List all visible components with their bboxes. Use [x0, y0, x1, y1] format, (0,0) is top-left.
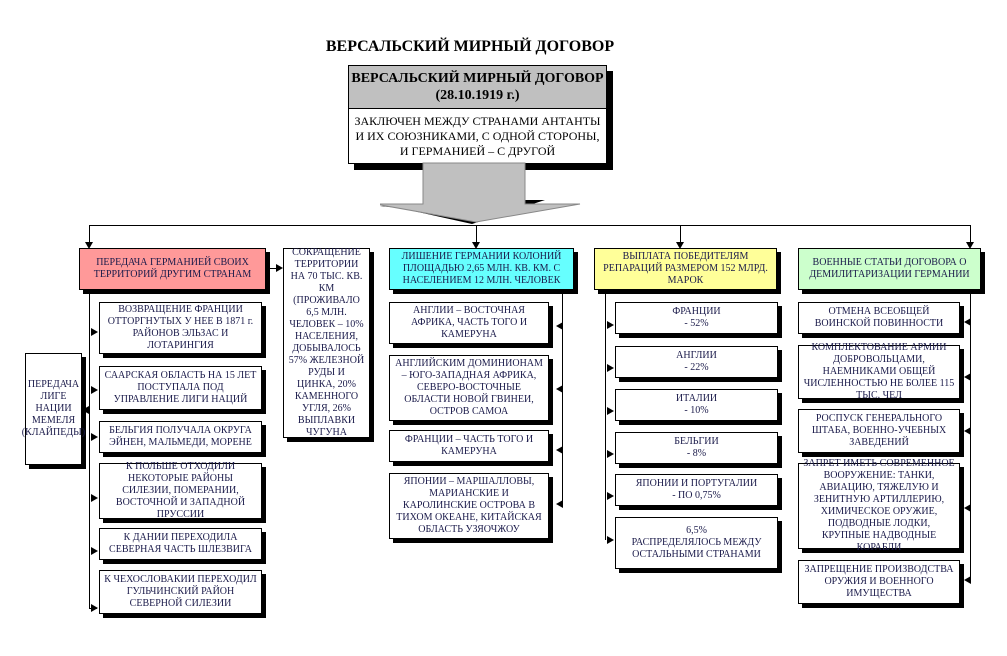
arrow-right-icon — [91, 547, 98, 555]
main-treaty-box: ВЕРСАЛЬСКИЙ МИРНЫЙ ДОГОВОР (28.10.1919 г… — [348, 65, 607, 164]
distribution-line — [89, 225, 971, 226]
territory-item: ВОЗВРАЩЕНИЕ ФРАНЦИИ ОТТОРГНУТЫХ У НЕЕ В … — [99, 302, 262, 354]
reparation-share: - 52% — [684, 318, 709, 329]
arrow-down-icon — [472, 242, 480, 249]
diagram-title: ВЕРСАЛЬСКИЙ МИРНЫЙ ДОГОВОР — [325, 38, 615, 55]
colony-item: ФРАНЦИИ – ЧАСТЬ ТОГО И КАМЕРУНА — [389, 430, 549, 462]
reparation-country: ИТАЛИИ — [675, 393, 718, 404]
connector — [562, 290, 563, 504]
reparation-share: - 8% — [686, 448, 707, 459]
arrow-left-icon — [964, 427, 971, 435]
memel-transfer-box: ПЕРЕДАЧА ЛИГЕ НАЦИИ МЕМЕЛЯ (КЛАЙПЕДЫ) — [22, 353, 85, 465]
demilitarization-header: ВОЕННЫЕ СТАТЬИ ДОГОВОРА О ДЕМИЛИТАРИЗАЦИ… — [798, 248, 981, 290]
colony-item: АНГЛИЙСКИМ ДОМИНИОНАМ – ЮГО-ЗАПАДНАЯ АФР… — [389, 355, 549, 421]
arrow-left-icon — [82, 406, 89, 414]
reparation-share: - ПО 0,75% — [672, 490, 721, 501]
arrow-left-icon — [964, 373, 971, 381]
connector — [970, 225, 971, 245]
arrow-left-icon — [556, 385, 563, 393]
reparation-item: ЯПОНИИ И ПОРТУГАЛИИ - ПО 0,75% — [615, 474, 778, 506]
main-treaty-heading: ВЕРСАЛЬСКИЙ МИРНЫЙ ДОГОВОР (28.10.1919 г… — [349, 66, 606, 109]
reparation-item: ФРАНЦИИ - 52% — [615, 302, 778, 334]
reparation-share: 6,5% — [686, 525, 707, 536]
connector — [605, 290, 606, 540]
arrow-right-icon — [276, 264, 283, 272]
territory-item: К ДАНИИ ПЕРЕХОДИЛА СЕВЕРНАЯ ЧАСТЬ ШЛЕЗВИ… — [99, 528, 262, 560]
arrow-left-icon — [964, 504, 971, 512]
territory-item: СААРСКАЯ ОБЛАСТЬ НА 15 ЛЕТ ПОСТУПАЛА ПОД… — [99, 366, 262, 410]
connector — [680, 225, 681, 245]
territory-item: К ЧЕХОСЛОВАКИИ ПЕРЕХОДИЛ ГУЛЬЧИНСКИЙ РАЙ… — [99, 570, 262, 614]
reparation-share: - 22% — [684, 362, 709, 373]
reparation-item: БЕЛЬГИИ - 8% — [615, 432, 778, 464]
colony-item: АНГЛИИ – ВОСТОЧНАЯ АФРИКА, ЧАСТЬ ТОГО И … — [389, 302, 549, 344]
connector — [970, 290, 971, 580]
arrow-left-icon — [556, 500, 563, 508]
military-item: КОМПЛЕКТОВАНИЕ АРМИИ ДОБРОВОЛЬЦАМИ, НАЕМ… — [798, 342, 960, 401]
arrow-right-icon — [607, 536, 614, 544]
arrow-right-icon — [91, 386, 98, 394]
colony-item: ЯПОНИИ – МАРШАЛЛОВЫ, МАРИАНСКИЕ И КАРОЛИ… — [389, 473, 549, 539]
reparation-country: АНГЛИИ — [676, 350, 717, 361]
colonies-loss-header: ЛИШЕНИЕ ГЕРМАНИИ КОЛОНИЙ ПЛОЩАДЬЮ 2,65 М… — [389, 248, 574, 290]
reparation-item: 6,5% РАСПРЕДЕЛЯЛОСЬ МЕЖДУ ОСТАЛЬНЫМИ СТР… — [615, 517, 778, 569]
reparation-country: ФРАНЦИИ — [672, 306, 721, 317]
reparation-item: АНГЛИИ - 22% — [615, 346, 778, 378]
arrow-right-icon — [91, 494, 98, 502]
territory-item: БЕЛЬГИЯ ПОЛУЧАЛА ОКРУГА ЭЙНЕН, МАЛЬМЕДИ,… — [99, 421, 262, 453]
arrow-down-icon — [966, 242, 974, 249]
arrow-right-icon — [91, 328, 98, 336]
connector — [89, 608, 97, 609]
connector — [89, 225, 90, 245]
arrow-down-icon — [676, 242, 684, 249]
big-down-arrow-icon — [380, 162, 581, 224]
arrow-left-icon — [964, 576, 971, 584]
arrow-right-icon — [607, 492, 614, 500]
arrow-right-icon — [607, 364, 614, 372]
arrow-down-icon — [85, 242, 93, 249]
reparation-item: ИТАЛИИ - 10% — [615, 389, 778, 421]
reparation-country: БЕЛЬГИИ — [674, 436, 719, 447]
territory-transfer-header: ПЕРЕДАЧА ГЕРМАНИЕЙ СВОИХ ТЕРРИТОРИЙ ДРУГ… — [79, 248, 266, 290]
military-item: РОСПУСК ГЕНЕРАЛЬНОГО ШТАБА, ВОЕННО-УЧЕБН… — [798, 409, 960, 453]
arrow-right-icon — [91, 433, 98, 441]
reparation-country: РАСПРЕДЕЛЯЛОСЬ МЕЖДУ ОСТАЛЬНЫМИ СТРАНАМИ — [631, 537, 762, 560]
military-item: ЗАПРЕТ ИМЕТЬ СОВРЕМЕННОЕ ВООРУЖЕНИЕ: ТАН… — [798, 458, 960, 553]
arrow-right-icon — [607, 450, 614, 458]
arrow-left-icon — [556, 322, 563, 330]
arrow-right-icon — [607, 407, 614, 415]
reparations-header: ВЫПЛАТА ПОБЕДИТЕЛЯМ РЕПАРАЦИЙ РАЗМЕРОМ 1… — [594, 248, 777, 290]
arrow-right-icon — [607, 321, 614, 329]
military-item: ЗАПРЕЩЕНИЕ ПРОИЗВОДСТВА ОРУЖИЯ И ВОЕННОГ… — [798, 560, 960, 604]
arrow-left-icon — [556, 446, 563, 454]
territory-item: К ПОЛЬШЕ ОТХОДИЛИ НЕКОТОРЫЕ РАЙОНЫ СИЛЕЗ… — [99, 461, 262, 520]
connector — [266, 268, 278, 269]
main-treaty-description: ЗАКЛЮЧЕН МЕЖДУ СТРАНАМИ АНТАНТЫ И ИХ СОЮ… — [354, 113, 601, 158]
military-item: ОТМЕНА ВСЕОБЩЕЙ ВОИНСКОЙ ПОВИННОСТИ — [798, 302, 960, 334]
reparation-country: ЯПОНИИ И ПОРТУГАЛИИ — [635, 478, 758, 489]
reparation-share: - 10% — [684, 405, 709, 416]
connector — [476, 225, 477, 245]
territory-loss-summary: СОКРАЩЕНИЕ ТЕРРИТОРИИ НА 70 ТЫС. КВ. КМ … — [283, 247, 370, 438]
connector — [89, 290, 90, 609]
arrow-left-icon — [964, 318, 971, 326]
